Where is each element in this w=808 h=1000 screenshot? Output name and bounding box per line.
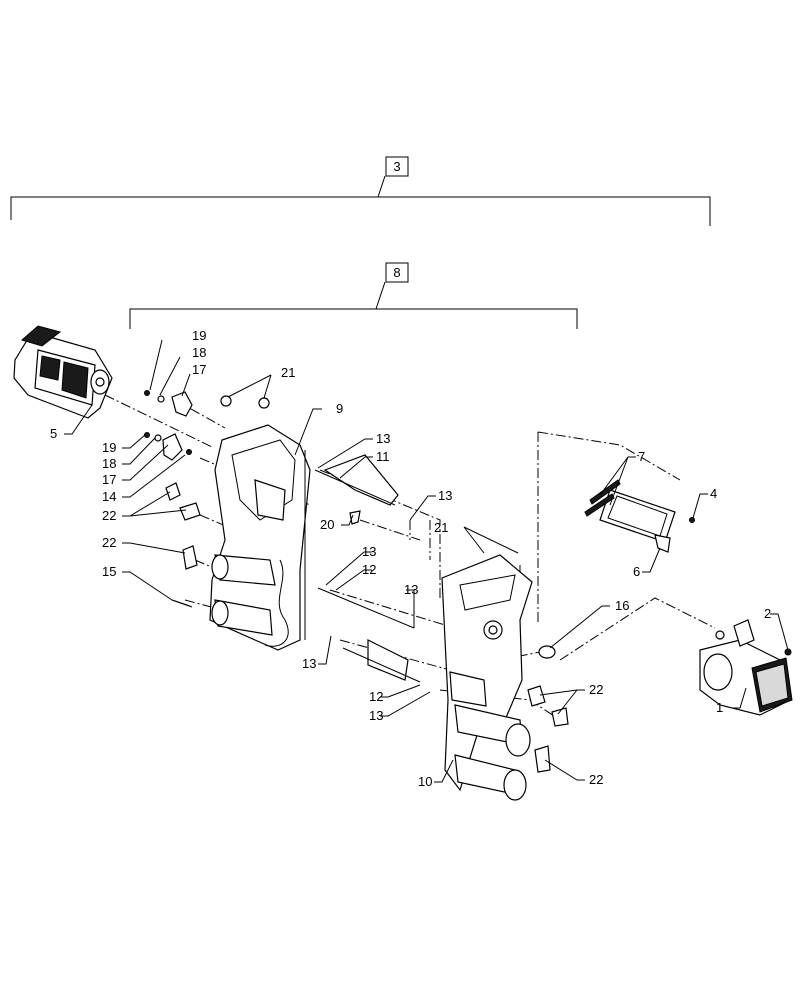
- left-housing-part: [209, 424, 311, 651]
- right-housing-part: [441, 554, 533, 801]
- leader-lines: [64, 339, 789, 783]
- callout-19-top: 19: [192, 328, 206, 343]
- callout-13-f: 13: [369, 708, 383, 723]
- callout-labels: 5 19 18 17 21 9 19 18 17 14 22 22 15 13 …: [50, 328, 771, 789]
- callout-17-top: 17: [192, 362, 206, 377]
- callout-9: 9: [336, 401, 343, 416]
- callout-7: 7: [638, 449, 645, 464]
- motor-part-1: [699, 619, 793, 716]
- shaft-12-upper: [317, 587, 415, 629]
- flap-door-11: [314, 454, 399, 506]
- callout-12-a: 12: [362, 562, 376, 577]
- screw-15: [171, 599, 193, 608]
- callout-21-top: 21: [281, 365, 295, 380]
- callout-13-b: 13: [438, 488, 452, 503]
- callout-4: 4: [710, 486, 717, 501]
- callout-22-c: 22: [589, 682, 603, 697]
- callout-14: 14: [102, 489, 116, 504]
- callout-6: 6: [633, 564, 640, 579]
- callout-21-right: 21: [434, 520, 448, 535]
- callout-box-3-label: 3: [393, 159, 400, 174]
- callout-19-bottom: 19: [102, 440, 116, 455]
- bracket-3-line: [10, 175, 711, 226]
- callout-20: 20: [320, 517, 334, 532]
- callout-13-d: 13: [404, 582, 418, 597]
- callout-box-3: [385, 156, 409, 177]
- callout-17-bottom: 17: [102, 472, 116, 487]
- bracket-8-line: [129, 281, 578, 329]
- blower-wheel-part: [13, 325, 113, 419]
- callout-22-b: 22: [102, 535, 116, 550]
- callout-18-top: 18: [192, 345, 206, 360]
- callout-13-e: 13: [302, 656, 316, 671]
- callout-2: 2: [764, 606, 771, 621]
- callout-18-bottom: 18: [102, 456, 116, 471]
- callout-10: 10: [418, 774, 432, 789]
- callout-5: 5: [50, 426, 57, 441]
- callout-box-8: [385, 262, 409, 283]
- assembly-bracket-8: 8: [129, 262, 578, 329]
- assembly-bracket-3: 3: [10, 156, 711, 226]
- callout-22-d: 22: [589, 772, 603, 787]
- door-12-lower: [342, 639, 421, 683]
- callout-15: 15: [102, 564, 116, 579]
- grommet-16: [538, 645, 556, 659]
- right-clips-22: [527, 685, 569, 773]
- callout-12-b: 12: [369, 689, 383, 704]
- callout-22-a: 22: [102, 508, 116, 523]
- assembly-axis-lines: [104, 394, 716, 721]
- callout-box-8-label: 8: [393, 265, 400, 280]
- callout-11: 11: [376, 449, 390, 464]
- callout-16: 16: [615, 598, 629, 613]
- callout-13-a: 13: [376, 431, 390, 446]
- callout-13-c: 13: [362, 544, 376, 559]
- filter-frame-6: [584, 479, 695, 553]
- callout-1: 1: [716, 700, 723, 715]
